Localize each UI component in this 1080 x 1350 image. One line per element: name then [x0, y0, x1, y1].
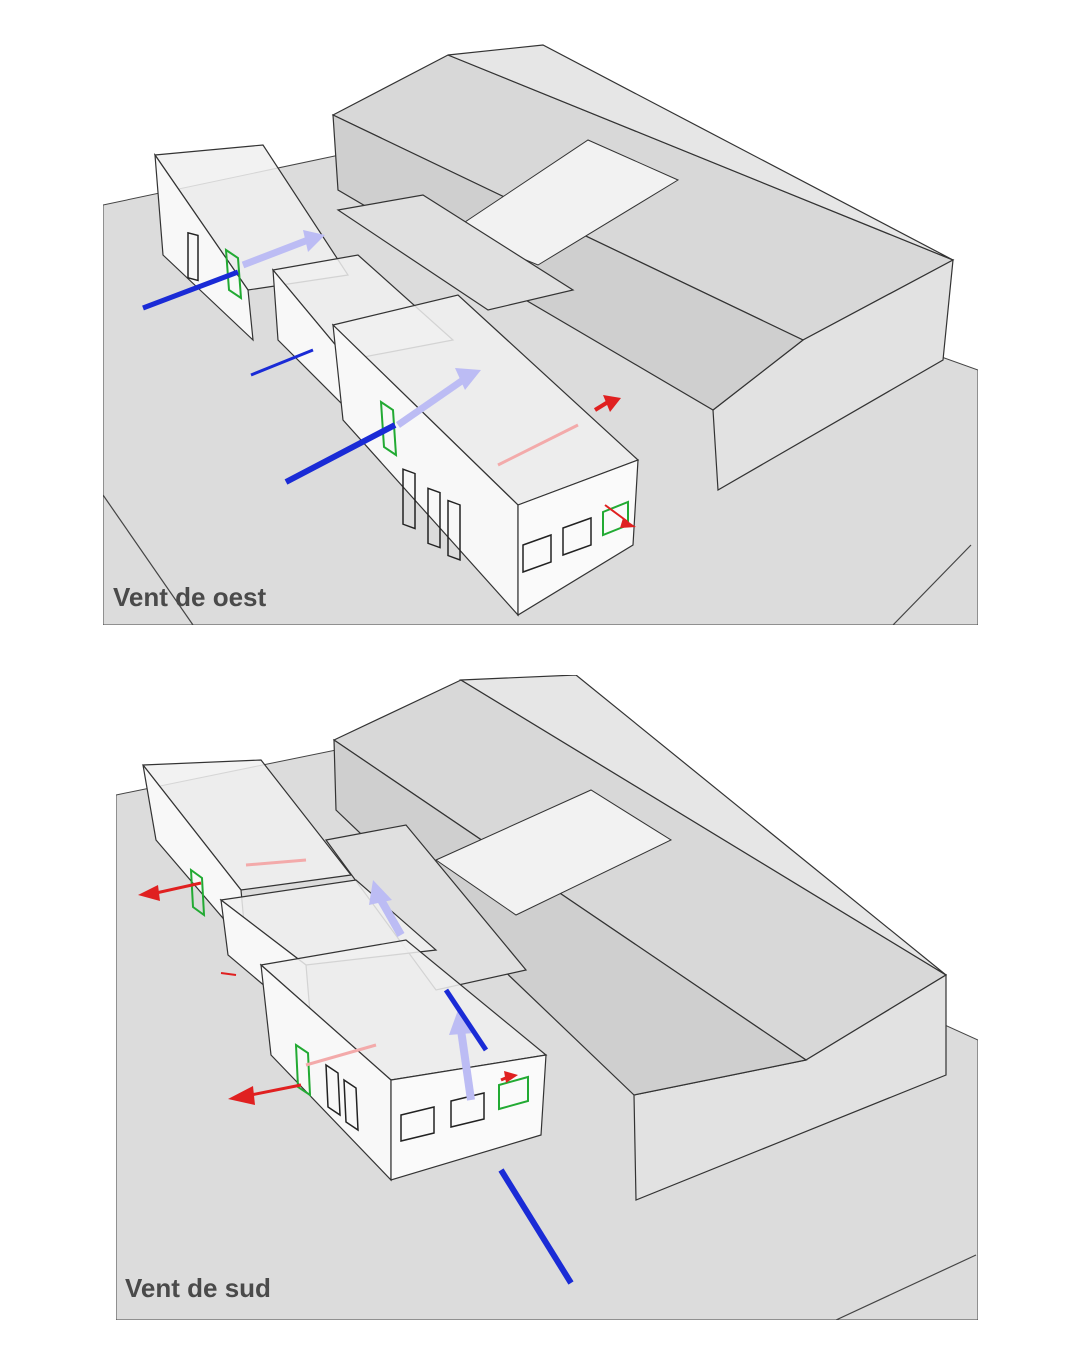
skylight — [434, 789, 673, 916]
wind-outlet-arrow — [593, 400, 610, 412]
panel-west-wind: Vent de oest — [103, 40, 978, 625]
ground-edge — [892, 544, 972, 625]
wing-3-wall-end — [390, 1054, 547, 1181]
scene-south-wind — [116, 675, 978, 1320]
window — [325, 1063, 341, 1117]
internal-outflow-arrow — [305, 1043, 377, 1067]
window — [343, 1078, 359, 1132]
ground-edge — [835, 1254, 977, 1320]
scene-west-wind — [103, 44, 978, 625]
internal-flow-arrowhead — [455, 368, 481, 390]
wind-outlet-arrowhead — [138, 885, 160, 901]
window — [187, 231, 199, 282]
internal-flow-arrowhead — [449, 1010, 474, 1035]
wind-outlet-arrowhead — [620, 518, 636, 528]
internal-flow-arrow — [457, 1029, 475, 1101]
wind-outlet-arrowhead — [228, 1086, 255, 1105]
wind-outlet-arrow — [220, 972, 237, 976]
wind-inlet-arrow — [443, 988, 489, 1052]
wind-inlet-arrow — [498, 1168, 574, 1285]
wind-outlet-arrowhead — [504, 1071, 518, 1083]
vent-window — [294, 1043, 312, 1097]
internal-flow-arrowhead — [303, 230, 325, 252]
internal-flow-arrow — [241, 236, 310, 269]
ground-edge — [103, 494, 194, 625]
panel-south-wind: Vent de sud — [116, 675, 978, 1320]
wind-outlet-arrow — [250, 1083, 302, 1097]
internal-flow-arrow — [377, 898, 405, 937]
window — [400, 1106, 435, 1142]
neighbour-roof-ridge — [447, 44, 954, 261]
neighbour-wall-side — [333, 738, 808, 1096]
connector-block — [336, 194, 575, 311]
wind-outlet-arrow — [155, 881, 202, 895]
wind-inlet-arrow — [284, 422, 397, 485]
neighbour-wall-side — [332, 114, 805, 411]
window — [427, 487, 441, 549]
vent-window — [498, 1075, 529, 1111]
internal-outflow-arrow — [497, 423, 579, 467]
vent-window — [189, 867, 206, 918]
neighbour-roof-ridge — [459, 675, 947, 976]
internal-outflow-arrow — [245, 858, 307, 867]
internal-flow-arrowhead — [369, 880, 392, 905]
wind-inlet-arrow — [250, 348, 314, 377]
wind-outlet-arrowhead — [603, 395, 621, 412]
panel-caption: Vent de sud — [125, 1273, 271, 1303]
window — [447, 499, 461, 561]
window — [402, 468, 416, 530]
wind-inlet-arrow — [142, 269, 239, 311]
window — [562, 516, 592, 557]
internal-flow-arrow — [396, 377, 465, 428]
panel-caption: Vent de oest — [113, 582, 267, 612]
wing-3-wall-end — [517, 459, 639, 617]
window — [522, 533, 552, 574]
wing-1-wall — [154, 152, 254, 342]
